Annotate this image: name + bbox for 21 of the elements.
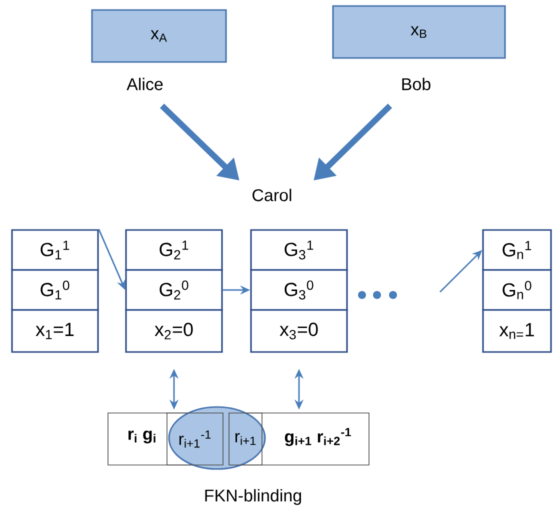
caption-label: Alice bbox=[126, 78, 163, 90]
participant-label: Carol bbox=[252, 188, 292, 202]
table-cell: G$_{1}$0 bbox=[11, 269, 99, 311]
table-cell: G$_{3}$1 bbox=[250, 229, 348, 271]
table-cell: G$_{n}$0 bbox=[482, 269, 552, 311]
table-cell: G$_{1}$1 bbox=[11, 229, 99, 271]
caption-label: FKN-blinding bbox=[205, 489, 302, 505]
table-cell: G$_{n}$1 bbox=[482, 229, 552, 271]
table-cell: x$_{1}$=1 bbox=[11, 309, 99, 353]
table-cell: x$_{n=}$1 bbox=[482, 309, 552, 353]
input-box: x$_{B}$ bbox=[332, 5, 506, 59]
table-cell: x$_{3}$=0 bbox=[250, 309, 348, 353]
formula-box: r$_{i+1}$ bbox=[228, 412, 262, 466]
table-cell: x$_{2}$=0 bbox=[125, 309, 223, 353]
caption-label: Bob bbox=[402, 78, 430, 90]
input-box: x$_{A}$ bbox=[91, 9, 227, 63]
formula-box: r$_{i+1}$-1 bbox=[166, 412, 224, 466]
ellipse bbox=[168, 406, 266, 470]
table-cell: G$_{3}$0 bbox=[250, 269, 348, 311]
table-cell: G$_{2}$1 bbox=[125, 229, 223, 271]
table-cell: G$_{2}$0 bbox=[125, 269, 223, 311]
